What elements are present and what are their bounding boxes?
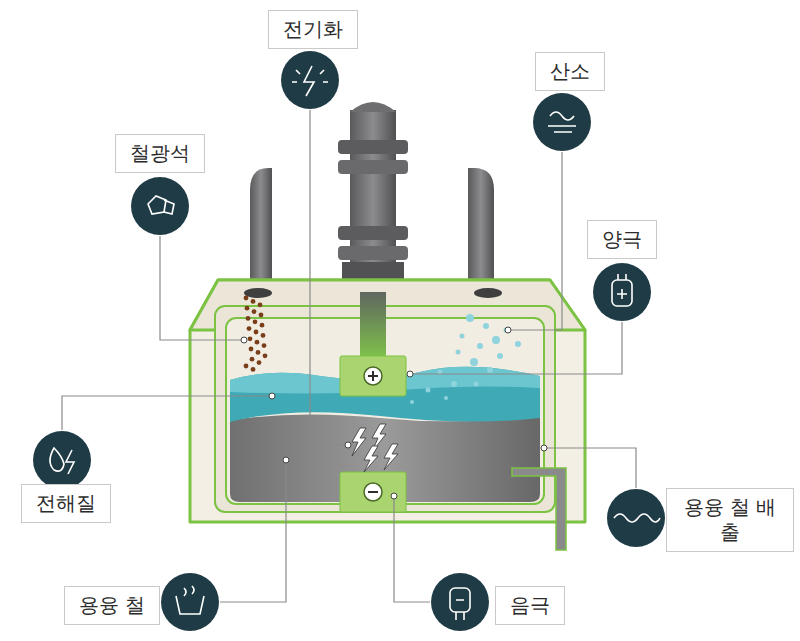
oxygen-bubble: [483, 323, 489, 329]
label-box: 전해질: [21, 484, 111, 523]
label-text: 용융 철: [79, 593, 145, 618]
label-box: 철광석: [115, 134, 205, 173]
label-box: 양극: [587, 220, 657, 259]
ore-particle: [251, 299, 256, 304]
label-box: 전기화: [268, 10, 358, 49]
cathode: [340, 472, 406, 512]
oxygen-bubble: [487, 367, 493, 373]
ore-particle: [251, 367, 256, 372]
oxygen-bubble: [451, 381, 457, 387]
ore-particle: [245, 306, 250, 311]
oxygen-bubble: [470, 358, 478, 366]
label-box: 용융 철 배출: [666, 488, 794, 552]
oxygen-bubble: [456, 350, 461, 355]
label-text: 전해질: [36, 491, 96, 516]
ore-particle: [244, 364, 249, 369]
leader-lines: [62, 110, 636, 602]
ore-particle: [253, 319, 258, 324]
ore-particle: [252, 309, 257, 314]
oxygen-bubble: [474, 382, 479, 387]
oxygen-bubble: [444, 396, 448, 400]
ore-particle: [248, 336, 253, 341]
ore-particle: [262, 343, 267, 348]
oxygen-bubble: [515, 341, 521, 347]
oxygen-bubble: [492, 336, 500, 344]
ore-particle: [263, 353, 268, 358]
oxygen-bubble: [497, 353, 503, 359]
ore-particle: [260, 323, 265, 328]
label-text: 음극: [510, 593, 550, 618]
ore-particle: [256, 350, 261, 355]
ore-particle: [250, 357, 255, 362]
anode-stem: [360, 292, 386, 358]
icon-circles: [33, 51, 665, 631]
oxygen-bubble: [426, 388, 431, 393]
label-text: 철광석: [130, 141, 190, 166]
side-pipe: [250, 168, 272, 290]
oxygen-bubbles: [410, 314, 521, 404]
label-text: 전기화: [283, 17, 343, 42]
ore-particle: [249, 347, 254, 352]
lightning-bolts: [352, 424, 398, 472]
leader-dots: [241, 327, 547, 499]
label-box: 용융 철: [64, 586, 160, 625]
label-text: 양극: [602, 227, 642, 252]
label-text: 용융 철 배출: [681, 495, 779, 545]
label-box: 산소: [535, 52, 605, 91]
ore-particle: [258, 302, 263, 307]
ore-particle: [246, 316, 251, 321]
anode: [340, 356, 406, 396]
oxygen-bubble: [460, 334, 465, 339]
ore-particle: [259, 313, 264, 318]
ore-particle: [261, 333, 266, 338]
oxygen-bubble: [410, 400, 414, 404]
ore-particle: [257, 360, 262, 365]
ore-particle: [247, 326, 252, 331]
oxygen-bubble: [477, 343, 483, 349]
ore-particle: [255, 340, 260, 345]
label-box: 음극: [495, 586, 565, 625]
outlet-pipe: [512, 468, 566, 550]
ore-particle: [254, 330, 259, 335]
central-column: [338, 102, 408, 292]
side-pipe: [468, 168, 494, 290]
ore-particle: [244, 296, 249, 301]
cell-housing: [190, 280, 585, 522]
oxygen-bubble: [466, 314, 474, 322]
label-text: 산소: [550, 59, 590, 84]
iron-ore-particles: [244, 296, 268, 372]
